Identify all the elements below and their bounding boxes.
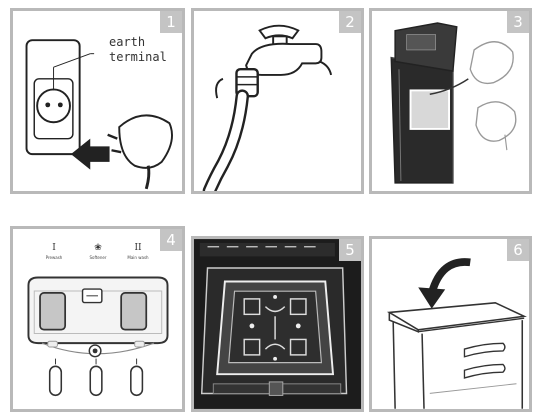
earth-label-line1: earth	[109, 35, 167, 50]
step-6-panel: 6	[369, 236, 532, 412]
drum-illustration	[194, 239, 361, 409]
step-2-panel: 2	[191, 8, 364, 194]
compartment-1-label: Prewash	[37, 255, 71, 260]
close-lid-illustration	[372, 239, 529, 409]
compartment-2-numeral: ❀	[85, 243, 111, 253]
open-lid-illustration	[372, 11, 529, 191]
step-number-badge: 4	[160, 229, 182, 251]
step-number-badge: 5	[339, 239, 361, 261]
compartment-3-numeral: II	[125, 243, 151, 253]
tap-hose-illustration	[194, 11, 361, 191]
step-number-badge: 1	[160, 11, 182, 33]
compartment-1-numeral: I	[41, 243, 67, 253]
earth-terminal-label: earth terminal	[109, 35, 167, 65]
compartment-3-label: Main wash	[121, 255, 155, 260]
step-1-panel: earth terminal 1	[10, 8, 185, 194]
step-5-panel: 5	[191, 236, 364, 412]
earth-label-line2: terminal	[109, 50, 167, 65]
step-number-badge: 3	[507, 11, 529, 33]
step-number-badge: 6	[507, 239, 529, 261]
step-number-badge: 2	[339, 11, 361, 33]
compartment-2-label: Softener	[81, 255, 115, 260]
step-4-panel: I Prewash ❀ Softener II Main wash 4	[10, 226, 185, 412]
step-3-panel: 3	[369, 8, 532, 194]
